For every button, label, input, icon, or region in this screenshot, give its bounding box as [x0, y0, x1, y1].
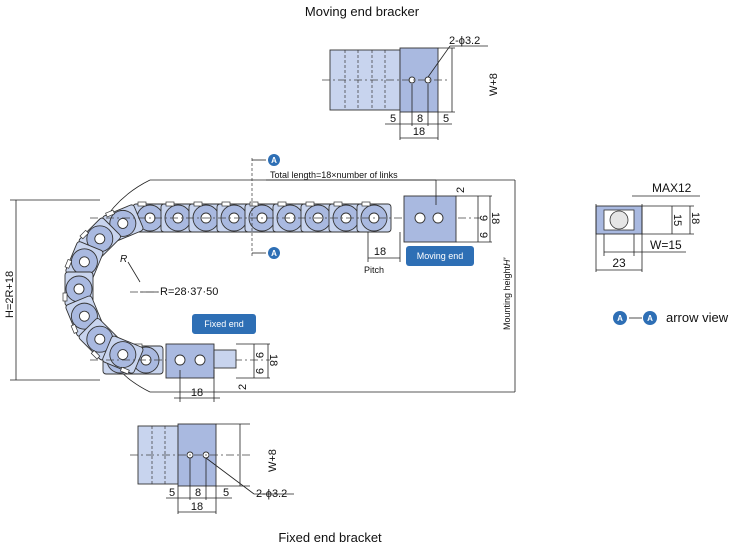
fixed-dim-8: 8	[195, 487, 201, 499]
chain-link	[62, 271, 94, 307]
upper-dim-2: 2	[455, 187, 467, 193]
svg-text:A: A	[647, 314, 653, 323]
moving-end-badge	[406, 246, 474, 266]
svg-text:A: A	[271, 156, 277, 165]
section-a-bottom-marker	[268, 247, 280, 259]
fixed-hole-spec: 2-ϕ3.2	[256, 488, 287, 500]
fixed-dim-5b: 5	[223, 487, 229, 499]
section-dim-23: 23	[612, 256, 626, 270]
moving-hole-spec: 2-ϕ3.2	[449, 35, 480, 47]
section-w: W=15	[650, 238, 682, 252]
mounting-height-h: H'	[502, 258, 512, 266]
pitch-label: Pitch	[364, 265, 384, 275]
fixed-bracket-view: W+8 5 8 5 18 2-ϕ3.2	[130, 423, 294, 514]
fixed-end-bracket	[165, 343, 215, 379]
moving-end-bracket	[403, 195, 457, 243]
section-a-top-marker	[268, 154, 280, 166]
pitch-dim-18: 18	[374, 246, 386, 258]
radius-r-label: R	[120, 254, 127, 265]
mounting-height-label: Mounting height	[502, 265, 512, 330]
arrow-view-label: arrow view	[666, 310, 729, 325]
radius-label: R=28·37·50	[160, 286, 218, 298]
svg-text:A: A	[271, 249, 277, 258]
section-dim-15: 15	[671, 214, 683, 226]
section-dim-18: 18	[689, 212, 701, 224]
lower-dim-9a: 9	[253, 352, 265, 358]
fixed-end-badge-text: Fixed end	[204, 319, 244, 329]
moving-dim-5b: 5	[443, 113, 449, 125]
height-formula: H=2R+18	[4, 271, 16, 318]
fixed-w-plus-label: W+8	[267, 449, 279, 472]
lower-dim-18-bottom: 18	[191, 387, 203, 399]
fixed-dim-18: 18	[191, 501, 203, 513]
moving-bracket-title: Moving end bracker	[305, 4, 420, 19]
section-a-a-view: MAX12 15 18 W=15 23	[595, 181, 701, 272]
moving-dim-8: 8	[417, 113, 423, 125]
chain-link	[102, 335, 144, 375]
total-length-label: Total length=18×number of links	[270, 170, 398, 180]
chain-main-view: A A Total length=18×number of links 18 P…	[4, 154, 516, 402]
upper-dim-9b: 9	[477, 232, 489, 238]
fixed-bracket-title: Fixed end bracket	[278, 530, 382, 545]
lower-dim-2: 2	[237, 384, 249, 390]
moving-dim-5a: 5	[390, 113, 396, 125]
moving-dim-18: 18	[413, 126, 425, 138]
chain-link	[356, 201, 392, 233]
fixed-dim-5a: 5	[169, 487, 175, 499]
moving-bracket-view: 2-ϕ3.2 W+8 5 8 5 18	[322, 35, 500, 140]
lower-dim-18: 18	[267, 354, 279, 366]
arrow-view-legend: A A arrow view	[613, 310, 729, 325]
lower-dim-9b: 9	[253, 368, 265, 374]
upper-dim-18: 18	[489, 212, 501, 224]
svg-text:A: A	[617, 314, 623, 323]
moving-w-plus-label: W+8	[488, 73, 500, 96]
upper-dim-9a: 9	[477, 215, 489, 221]
fixed-end-badge	[192, 314, 256, 334]
moving-end-badge-text: Moving end	[417, 251, 464, 261]
section-max: MAX12	[652, 181, 692, 195]
